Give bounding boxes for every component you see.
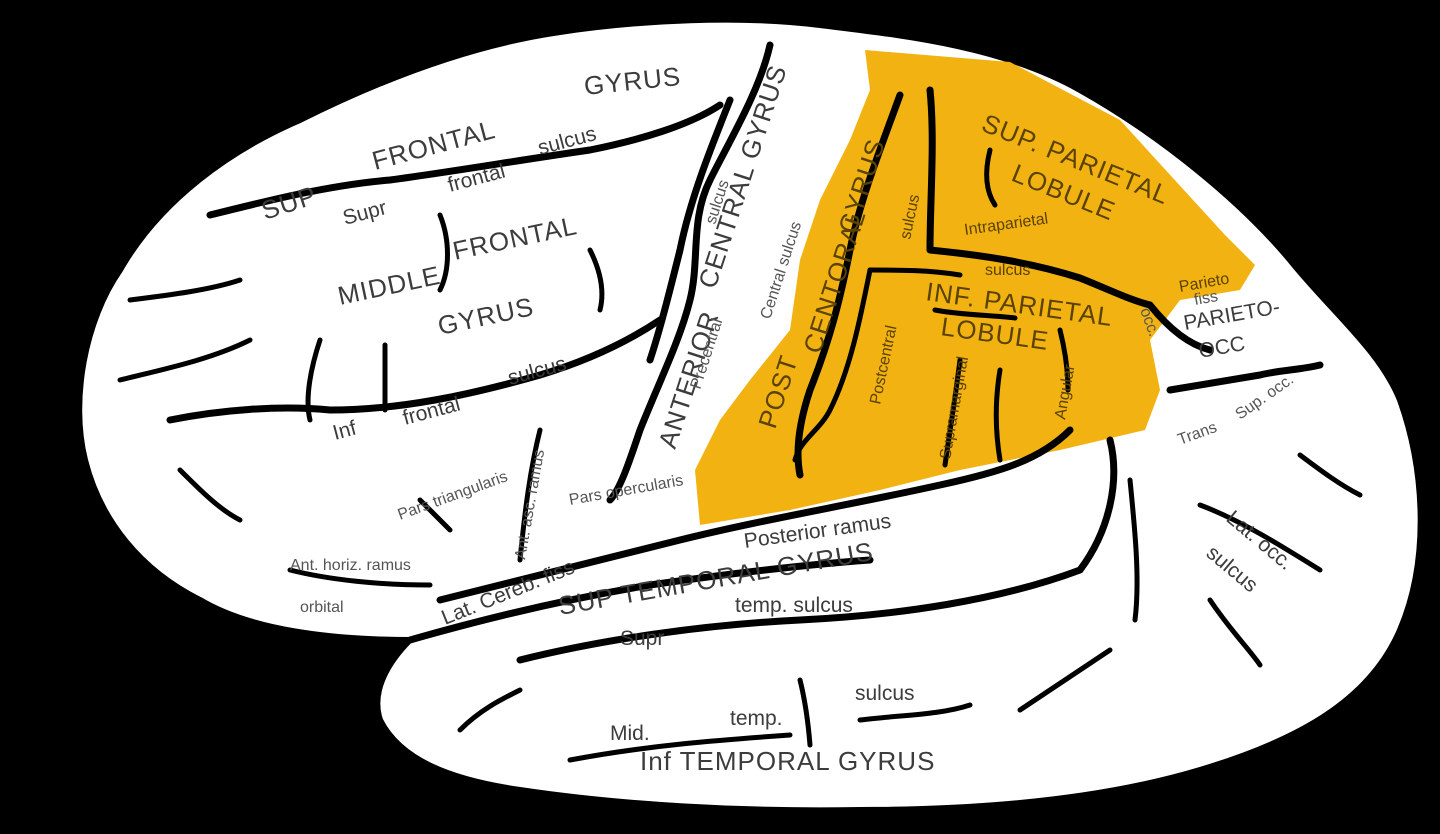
parietal-line-5	[1057, 327, 1071, 393]
frontal-line-9	[417, 497, 453, 533]
inferior-temporal-sulcus	[567, 732, 793, 763]
inferior-temporal-sulcus-2	[857, 702, 973, 723]
intraparietal-branch	[867, 267, 963, 278]
frontal-line-8	[517, 427, 543, 563]
parieto-occipital-fissure	[1146, 301, 1214, 354]
label-inf-temporal-gyrus: Inf TEMPORAL GYRUS	[640, 746, 935, 776]
parietal-line-1	[984, 147, 998, 208]
frontal-line-1	[127, 277, 243, 303]
temporal-line-4	[1127, 477, 1140, 623]
label-orbital: orbital	[300, 599, 344, 616]
label-temp-mid: temp.	[730, 707, 783, 730]
frontal-line-7	[587, 247, 605, 313]
frontal-line-6	[437, 212, 450, 293]
temporal-lower-boundary	[406, 556, 874, 644]
orbital-line	[287, 567, 433, 588]
temporal-line-3	[1017, 647, 1113, 713]
label-sulcus-temp: sulcus	[855, 682, 915, 705]
temporal-line-1	[457, 687, 523, 733]
label-mid: Mid.	[610, 722, 650, 745]
parietal-line-3	[942, 357, 963, 468]
frontal-line-2	[117, 337, 253, 383]
parietal-line-2	[993, 367, 1003, 463]
inferior-frontal-sulcus	[166, 316, 664, 424]
frontal-line-3	[177, 467, 243, 523]
intraparietal-sulcus	[926, 86, 1154, 309]
lateral-fissure	[436, 426, 1074, 604]
superior-temporal-sulcus	[516, 436, 1118, 664]
transverse-occipital-sulcus	[1166, 361, 1324, 394]
label-sulcus-ip: sulcus	[985, 262, 1030, 279]
lateral-occipital-sulcus	[1197, 502, 1323, 573]
occipital-sulcus-3	[1207, 597, 1263, 668]
central-sulcus	[606, 41, 774, 504]
superior-frontal-sulcus	[206, 101, 724, 219]
postcentral-sulcus	[794, 91, 904, 479]
label-supr-temp: Supr	[620, 627, 664, 650]
temporal-line-2	[797, 677, 813, 748]
label-temp-sulcus: temp. sulcus	[735, 594, 853, 617]
precentral-sulcus	[646, 96, 734, 364]
parietal-lobe-highlight	[695, 50, 1255, 525]
label-ant-horiz: Ant. horiz. ramus	[290, 557, 411, 574]
occipital-sulcus-2	[1297, 452, 1363, 498]
frontal-line-4	[305, 337, 323, 423]
label-fiss: fiss	[1193, 288, 1220, 309]
inf-parietal-sulcus	[792, 267, 873, 463]
parietal-line-4	[932, 307, 1018, 321]
